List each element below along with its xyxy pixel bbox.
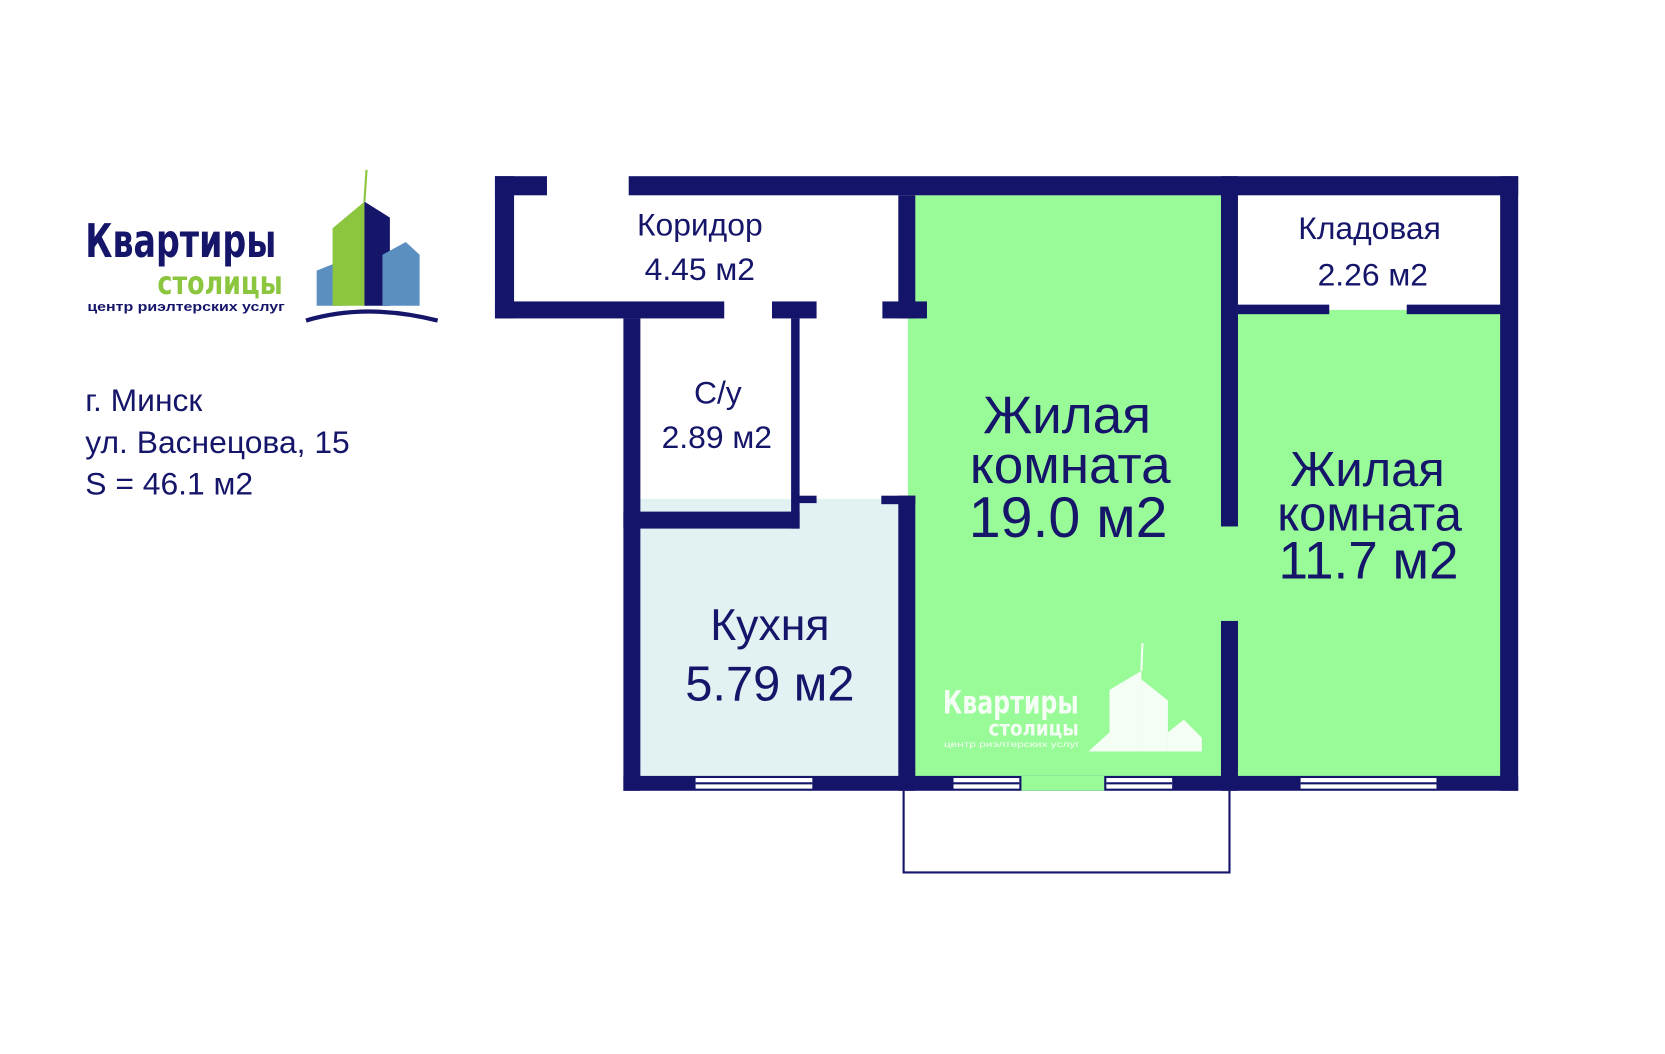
window-kitchen — [695, 778, 813, 789]
walls — [494, 176, 1519, 791]
living1-name2: комната — [970, 436, 1171, 495]
kitchen-floor — [640, 498, 901, 777]
corridor-area: 4.45 м2 — [645, 251, 755, 287]
kitchen-area: 5.79 м2 — [685, 658, 854, 712]
watermark-buildings-icon — [1088, 643, 1202, 752]
balcony — [902, 790, 1231, 874]
closet-area: 2.26 м2 — [1318, 257, 1428, 293]
living2-area: 11.7 м2 — [1278, 531, 1458, 590]
living-room-1-floor — [907, 195, 1227, 777]
balcony-door — [1021, 775, 1105, 791]
window-living2 — [1300, 778, 1437, 789]
address-label: ул. Васнецова, 15 — [85, 424, 350, 460]
window-living1-right — [1106, 778, 1173, 789]
closet-name: Кладовая — [1298, 210, 1441, 246]
living1-name1: Жилая — [983, 386, 1151, 445]
watermark-line1: Квартиры — [943, 683, 1079, 721]
kitchen-name: Кухня — [710, 601, 829, 650]
logo-line1: Квартиры — [85, 215, 276, 269]
logo-line2: столицы — [157, 264, 282, 302]
watermark-tagline: центр риэлтерских услуг — [944, 739, 1080, 749]
city-label: г. Минск — [85, 382, 203, 418]
buildings-icon — [305, 169, 439, 323]
watermark-logo: Квартиры столицы центр риэлтерских услуг — [943, 643, 1202, 752]
watermark-line2: столицы — [989, 717, 1079, 742]
windows — [695, 775, 1437, 791]
total-area-label: S = 46.1 м2 — [85, 466, 253, 502]
corridor-name: Коридор — [637, 207, 763, 243]
living2-name1: Жилая — [1290, 443, 1444, 497]
living-room-2-floor — [1220, 309, 1503, 777]
bathroom-name: С/у — [694, 374, 742, 410]
window-living1-left — [953, 778, 1020, 789]
logo-tagline: центр риэлтерских услуг — [87, 299, 284, 314]
living1-area: 19.0 м2 — [969, 486, 1168, 550]
living2-name2: комната — [1277, 488, 1462, 542]
bathroom-area: 2.89 м2 — [662, 419, 772, 455]
company-logo: Квартиры столицы центр риэлтерских услуг — [85, 169, 439, 323]
